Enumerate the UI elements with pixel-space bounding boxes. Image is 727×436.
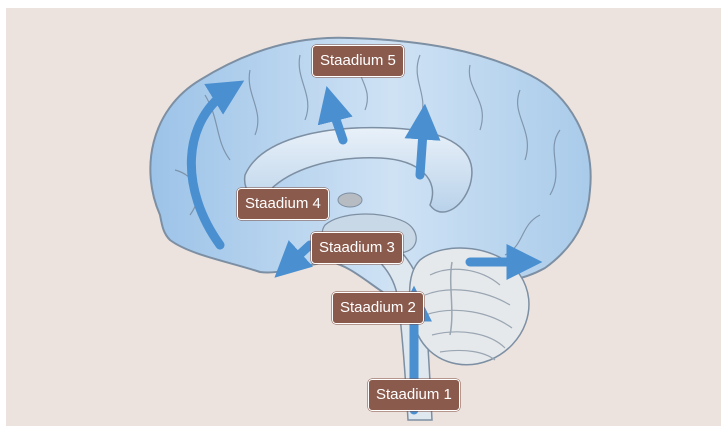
- stage-5-label: Staadium 5: [312, 45, 404, 77]
- thalamus: [338, 193, 362, 207]
- stage-1-label: Staadium 1: [368, 379, 460, 411]
- stage-4-label: Staadium 4: [237, 188, 329, 220]
- arrow-to-parietal: [420, 118, 424, 175]
- stage-2-label: Staadium 2: [332, 292, 424, 324]
- stage-3-label: Staadium 3: [311, 232, 403, 264]
